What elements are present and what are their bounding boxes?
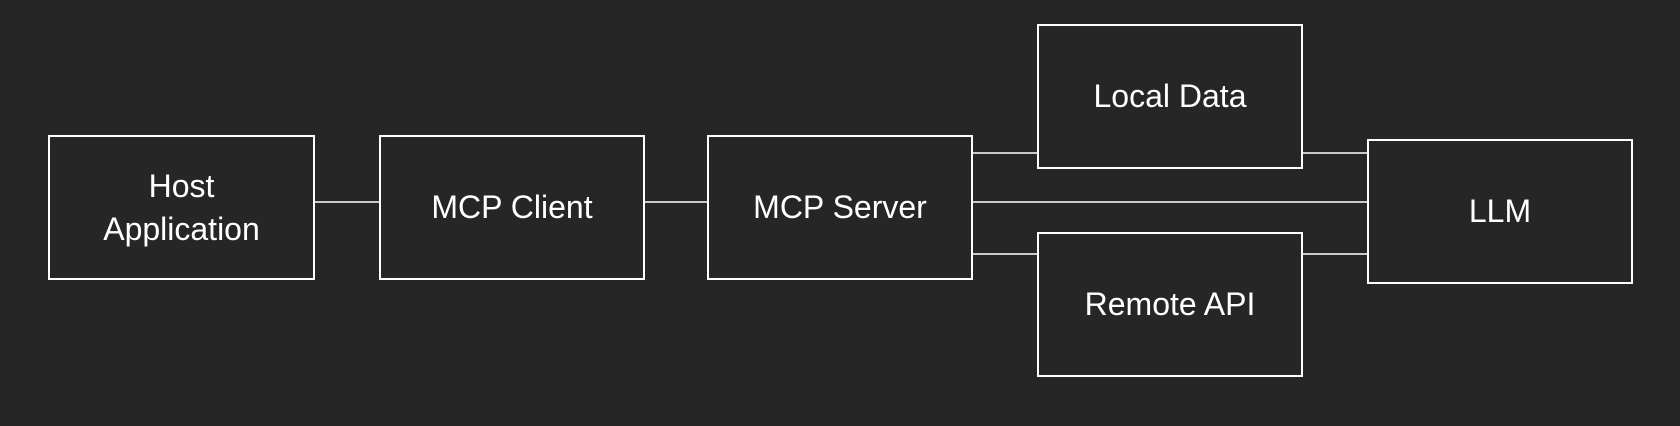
- remote-api-label: Remote API: [1084, 286, 1256, 322]
- mcp-server-label: MCP Server: [753, 189, 927, 225]
- host-application-node: Host Application: [48, 135, 315, 280]
- llm-node: LLM: [1367, 139, 1633, 284]
- mcp-client-label: MCP Client: [431, 189, 593, 225]
- local-data-label: Local Data: [1093, 78, 1247, 114]
- llm-label: LLM: [1468, 193, 1532, 229]
- mcp-client-node: MCP Client: [379, 135, 645, 280]
- local-data-node: Local Data: [1037, 24, 1303, 169]
- mcp-server-node: MCP Server: [707, 135, 973, 280]
- remote-api-node: Remote API: [1037, 232, 1303, 377]
- host-application-label: Host Application: [103, 167, 260, 247]
